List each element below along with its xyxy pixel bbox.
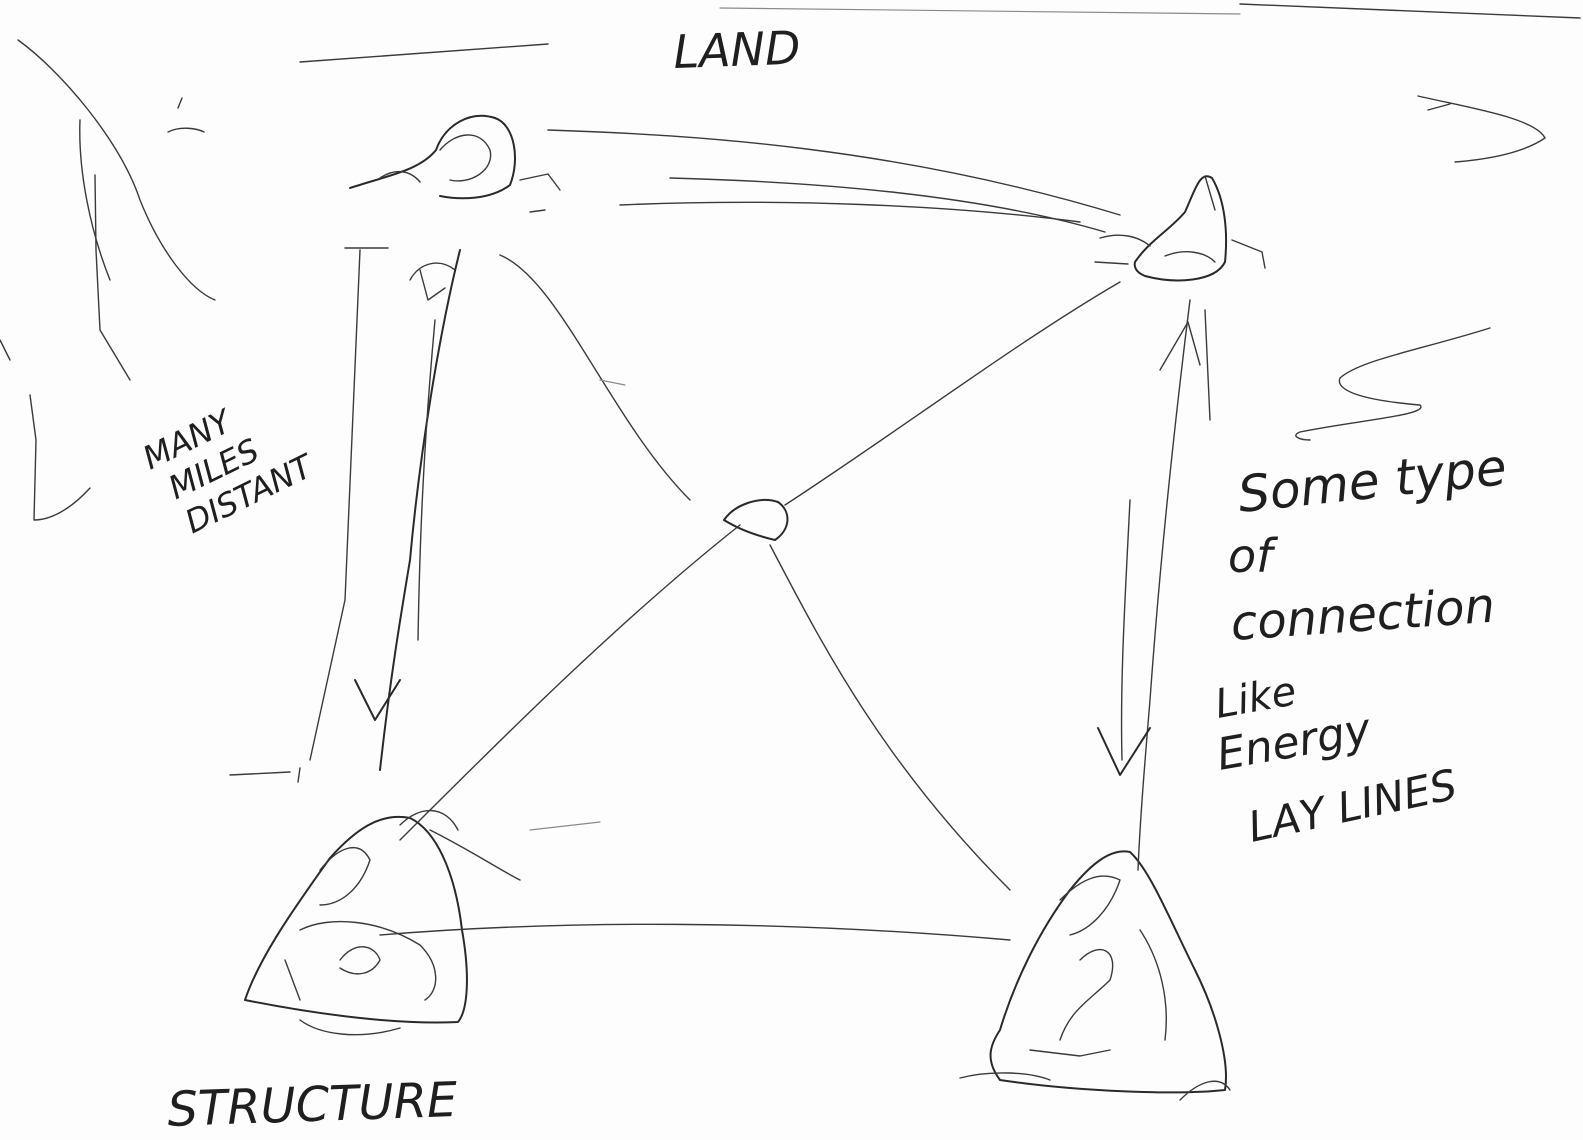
connection-label: Some type of connection Like Energy LAY … [1212,438,1509,852]
right-squiggle [1296,328,1490,440]
land-label: LAND [672,21,801,79]
node-top-left [350,116,560,280]
land-horizon-lines [168,4,1580,162]
connection-line-2: of [1228,529,1278,583]
connection-lines [230,130,1210,940]
node-bottom-left [245,811,520,1035]
node-top-right [1095,176,1265,280]
structure-label: STRUCTURE [166,1072,458,1138]
many-miles-label: MANY MILES DISTANT [137,378,321,546]
connection-line-1: Some type [1235,438,1509,524]
node-center [724,500,787,540]
connection-line-6: LAY LINES [1244,760,1461,852]
node-bottom-right [960,851,1230,1100]
connection-line-3: connection [1229,578,1497,652]
